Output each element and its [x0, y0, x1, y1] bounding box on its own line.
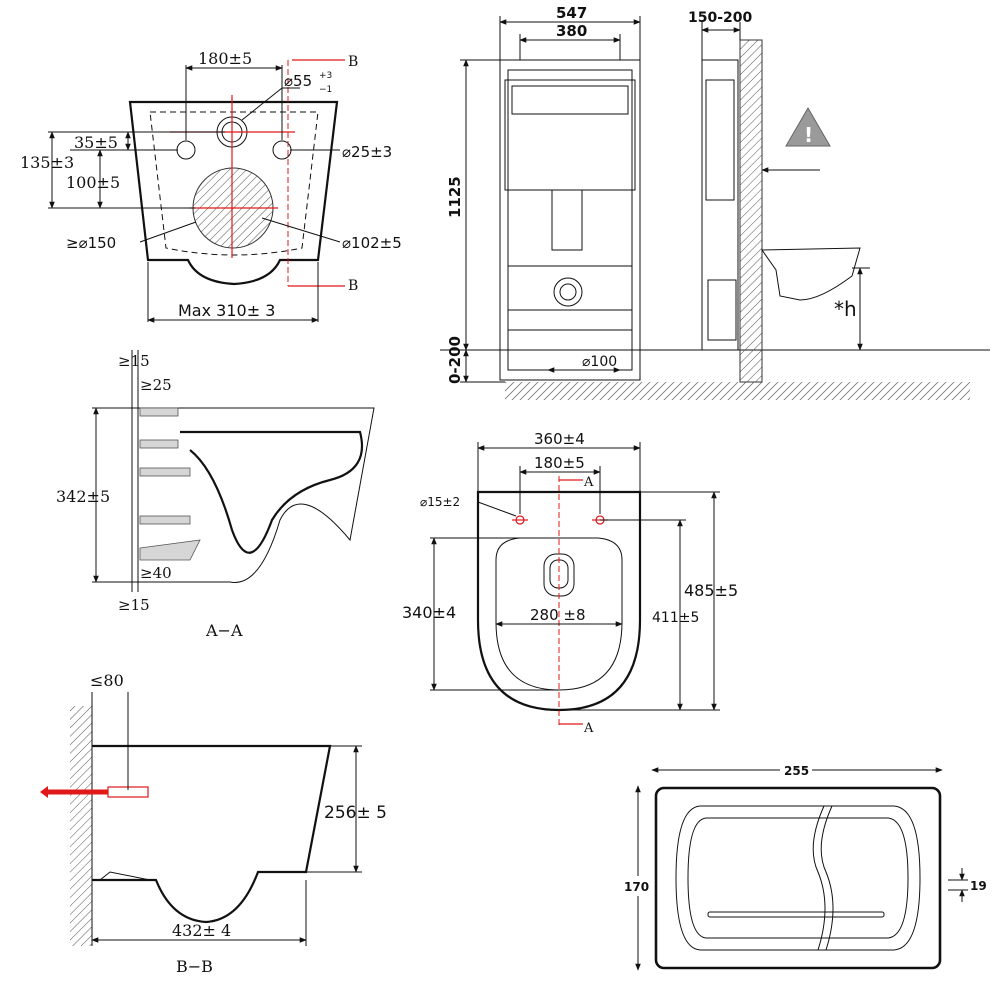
top-view-cavity	[149, 111, 319, 256]
frame-width-outer: 547	[556, 4, 587, 22]
aa-dim-15-top: ≥15	[118, 352, 150, 370]
inlet-tol-upper: +3	[319, 71, 332, 81]
ground	[505, 382, 970, 400]
plan-inner-depth: 411±5	[652, 610, 699, 626]
plan-width: 360±4	[534, 430, 585, 448]
plan-view: A A 360±4 180±5 ⌀15±2 485±5 411±5 340±4 …	[402, 430, 738, 736]
plan-hole-spacing: 180±5	[534, 454, 585, 472]
dim-180-top: 180±5	[198, 49, 252, 68]
frame-adjust: 0-200	[446, 336, 464, 384]
section-b-bottom: B	[348, 278, 358, 294]
bb-wall	[70, 706, 92, 946]
outlet-diameter: ⌀102±5	[342, 234, 402, 252]
frame-pipe: ⌀100	[582, 354, 617, 370]
aa-label: A−A	[205, 621, 243, 640]
bb-length: 432± 4	[172, 921, 231, 940]
dim-100: 100±5	[66, 173, 120, 192]
bb-height: 256± 5	[324, 803, 387, 823]
top-view: B B 180±5 ⌀55 +3 −1 ⌀25±3 35±5 135±3 100…	[20, 49, 402, 323]
outlet-min: ≥⌀150	[66, 234, 116, 252]
bb-dim-80: ≤80	[90, 671, 124, 690]
aa-dim-25: ≥25	[140, 376, 172, 394]
aa-outer-shell	[140, 407, 375, 583]
dim-135: 135±3	[20, 153, 74, 172]
section-b-top: B	[348, 54, 358, 70]
plan-marker-top: A	[583, 475, 594, 490]
plan-bowl-width: 280 ±8	[530, 606, 586, 624]
bolt-hole-diameter: ⌀25±3	[342, 143, 392, 161]
flush-plate: 255 170 19	[624, 762, 987, 971]
plan-hole-diameter: ⌀15±2	[420, 495, 460, 509]
plate-height: 170	[624, 880, 649, 894]
frame-depth: 150-200	[688, 10, 753, 26]
inlet-tol-lower: −1	[319, 85, 332, 95]
max-width: Max 310± 3	[178, 301, 275, 320]
plan-bowl-depth: 340±4	[402, 603, 456, 622]
frame-h-label: *h	[834, 297, 857, 321]
plan-marker-bottom: A	[583, 721, 594, 736]
inlet-diameter: ⌀55	[284, 72, 312, 90]
aa-bowl	[180, 430, 364, 554]
plate-button-outer	[675, 805, 921, 951]
wall	[739, 39, 763, 383]
plate-outline	[654, 786, 942, 970]
aa-dim-40: ≥40	[140, 564, 172, 582]
svg-text:!: !	[804, 123, 813, 147]
bb-label: B−B	[176, 957, 213, 976]
frame-width-inner: 380	[556, 22, 587, 40]
aa-height: 342±5	[56, 487, 110, 506]
aa-dim-15-bottom: ≥15	[118, 596, 150, 614]
frame-height: 1125	[446, 176, 464, 218]
plan-depth: 485±5	[684, 581, 738, 600]
plate-split	[812, 805, 826, 951]
left-bolt-hole	[176, 140, 196, 160]
section-aa: 342±5 ≥15 ≥25 ≥40 ≥15 A−A	[56, 350, 375, 640]
plate-width: 255	[784, 764, 809, 778]
plate-depth: 19	[970, 879, 987, 893]
plan-bowl	[495, 537, 623, 691]
section-bb: ≤80 256± 5 432± 4 B−B	[40, 671, 387, 976]
dim-35: 35±5	[74, 133, 118, 152]
bb-outline	[92, 744, 332, 924]
top-view-outline	[128, 100, 339, 286]
warning-icon	[785, 107, 831, 147]
installation-frame: 547 380 1125 0-200 ⌀100 150-200 ! *h	[440, 4, 990, 400]
